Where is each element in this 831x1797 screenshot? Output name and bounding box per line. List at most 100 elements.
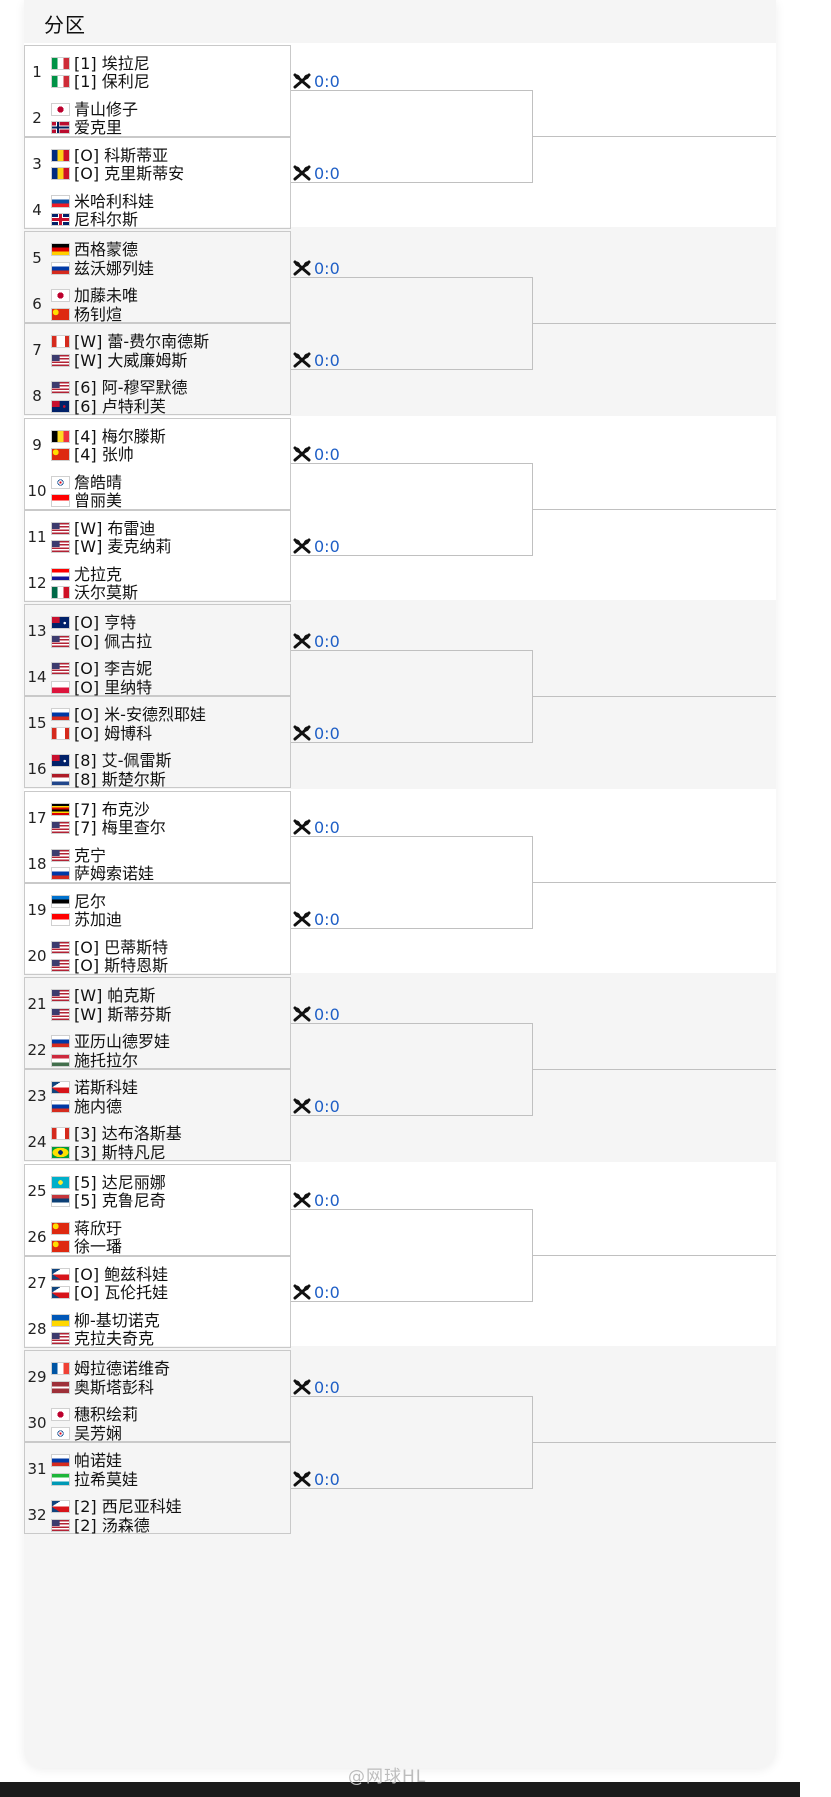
player-entry[interactable]: [4] 张帅 [51,444,134,465]
player-entry[interactable]: [2] 西尼亚科娃 [51,1496,182,1517]
player-entry[interactable]: [O] 巴蒂斯特 [51,937,168,958]
score-link[interactable]: 0:0 [314,631,340,651]
player-entry[interactable]: [W] 斯蒂芬斯 [51,1004,171,1025]
player-entry[interactable]: [O] 鲍兹科娃 [51,1264,168,1285]
player-entry[interactable]: 克宁 [51,845,106,866]
score-link[interactable]: 0:0 [314,164,340,183]
match-score[interactable]: 0:0 [293,259,340,279]
score-link[interactable]: 0:0 [314,72,340,91]
score-link[interactable]: 0:0 [314,258,340,278]
score-link[interactable]: 0:0 [314,350,340,370]
player-entry[interactable]: 苏加迪 [51,909,122,930]
player-entry[interactable]: 亚历山德罗娃 [51,1031,170,1052]
player-name: 徐一璠 [74,1237,123,1256]
player-entry[interactable]: [1] 保利尼 [51,71,150,92]
player-entry[interactable]: [8] 斯楚尔斯 [51,769,166,790]
player-entry[interactable]: 施内德 [51,1096,122,1117]
player-entry[interactable]: [8] 艾-佩雷斯 [51,750,172,771]
player-entry[interactable]: [O] 姆博科 [51,723,152,744]
player-name: [W] 麦克纳莉 [74,537,172,556]
player-entry[interactable]: 詹皓晴 [51,472,122,493]
player-entry[interactable]: 帕诺娃 [51,1450,122,1471]
player-entry[interactable]: [O] 米-安德烈耶娃 [51,704,206,725]
player-entry[interactable]: [5] 克鲁尼奇 [51,1190,166,1211]
player-entry[interactable]: 加藤未唯 [51,285,138,306]
player-entry[interactable]: 杨钊煊 [51,304,122,325]
player-entry[interactable]: 拉希莫娃 [51,1469,138,1490]
player-entry[interactable]: 沃尔莫斯 [51,582,138,603]
player-entry[interactable]: 米哈利科娃 [51,191,154,212]
player-entry[interactable]: [7] 梅里查尔 [51,817,166,838]
match-score[interactable]: 0:0 [293,632,340,652]
match-score[interactable]: 0:0 [293,164,340,184]
player-entry[interactable]: 施托拉尔 [51,1050,138,1071]
match-score[interactable]: 0:0 [293,1097,340,1117]
player-entry[interactable]: 克拉夫奇克 [51,1328,154,1349]
player-entry[interactable]: [O] 里纳特 [51,677,152,698]
player-entry[interactable]: [O] 瓦伦托娃 [51,1282,168,1303]
score-link[interactable]: 0:0 [314,1096,340,1116]
match-score[interactable]: 0:0 [293,1005,340,1025]
player-entry[interactable]: [6] 卢特利芙 [51,396,166,417]
player-entry[interactable]: [3] 达布洛斯基 [51,1123,182,1144]
player-entry[interactable]: 西格蒙德 [51,239,138,260]
player-entry[interactable]: 蒋欣玗 [51,1218,122,1239]
player-entry[interactable]: [O] 亨特 [51,612,136,633]
player-entry[interactable]: [O] 科斯蒂亚 [51,145,168,166]
player-entry[interactable]: [6] 阿-穆罕默德 [51,377,188,398]
player-entry[interactable]: [5] 达尼丽娜 [51,1172,166,1193]
player-entry[interactable]: 爱克里 [51,117,122,138]
player-entry[interactable]: [W] 大威廉姆斯 [51,350,187,371]
player-entry[interactable]: [O] 李吉妮 [51,658,152,679]
score-link[interactable]: 0:0 [314,1377,340,1397]
match-score[interactable]: 0:0 [293,72,340,92]
player-entry[interactable]: [4] 梅尔滕斯 [51,426,166,447]
player-entry[interactable]: [1] 埃拉尼 [51,53,150,74]
score-link[interactable]: 0:0 [314,537,340,556]
match-score[interactable]: 0:0 [293,724,340,744]
score-link[interactable]: 0:0 [314,818,340,837]
score-link[interactable]: 0:0 [314,910,340,929]
player-entry[interactable]: [2] 汤森德 [51,1515,150,1536]
match-score[interactable]: 0:0 [293,1470,340,1490]
player-entry[interactable]: 诺斯科娃 [51,1077,138,1098]
match-score[interactable]: 0:0 [293,445,340,465]
player-entry[interactable]: 柳-基切诺克 [51,1310,160,1331]
player-entry[interactable]: [7] 布克沙 [51,799,150,820]
match-score[interactable]: 0:0 [293,1191,340,1211]
player-entry[interactable]: 徐一璠 [51,1236,122,1257]
player-entry[interactable]: [3] 斯特凡尼 [51,1142,166,1163]
match-score[interactable]: 0:0 [293,1283,340,1303]
score-link[interactable]: 0:0 [314,1004,340,1024]
player-entry[interactable]: [W] 布雷迪 [51,518,155,539]
player-entry[interactable]: [O] 佩古拉 [51,631,152,652]
player-entry[interactable]: [W] 帕克斯 [51,985,155,1006]
player-entry[interactable]: [O] 克里斯蒂安 [51,163,184,184]
match-score[interactable]: 0:0 [293,1378,340,1398]
player-entry[interactable]: 萨姆索诺娃 [51,863,154,884]
player-entry[interactable]: 姆拉德诺维奇 [51,1358,170,1379]
score-link[interactable]: 0:0 [314,1283,340,1302]
player-entry[interactable]: [W] 麦克纳莉 [51,536,171,557]
player-entry[interactable]: 穗积绘莉 [51,1404,138,1425]
player-entry[interactable]: 青山修子 [51,99,138,120]
match-score[interactable]: 0:0 [293,910,340,930]
player-entry[interactable]: 尼科尔斯 [51,209,138,230]
score-link[interactable]: 0:0 [314,445,340,464]
player-entry[interactable]: 尼尔 [51,891,106,912]
match-score[interactable]: 0:0 [293,818,340,838]
match-score[interactable]: 0:0 [293,351,340,371]
player-entry[interactable]: 尤拉克 [51,564,122,585]
score-link[interactable]: 0:0 [314,723,340,743]
player-entry[interactable]: [W] 蕾-费尔南德斯 [51,331,209,352]
player-entry[interactable]: [O] 斯特恩斯 [51,955,168,976]
score-link[interactable]: 0:0 [314,1469,340,1489]
crossed-rackets-icon [293,1284,311,1300]
match-score[interactable]: 0:0 [293,537,340,557]
player-entry[interactable]: 曾丽美 [51,490,122,511]
player-entry[interactable]: 奥斯塔彭科 [51,1377,154,1398]
player-entry[interactable]: 兹沃娜列娃 [51,258,154,279]
player-entry[interactable]: 吴芳娴 [51,1423,122,1444]
bracket-line [533,882,776,883]
score-link[interactable]: 0:0 [314,1191,340,1210]
